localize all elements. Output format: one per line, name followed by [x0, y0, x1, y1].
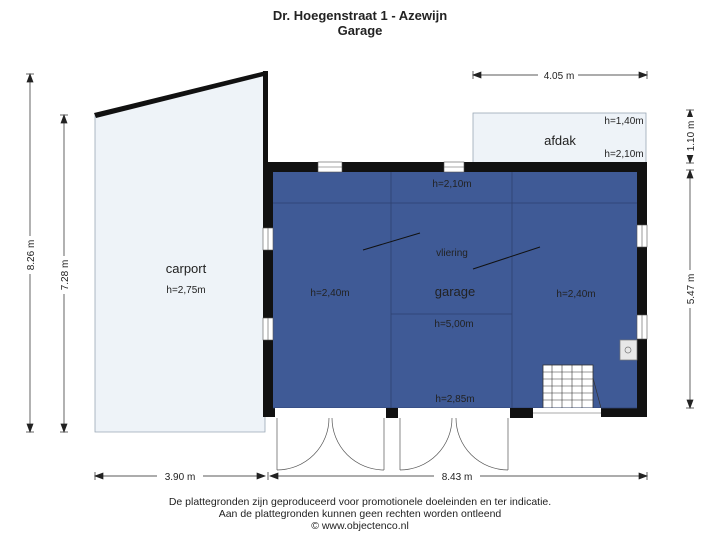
dim-afdak-width: 4.05 m	[544, 71, 575, 82]
sink	[619, 339, 638, 361]
afdak-label: afdak	[544, 133, 576, 148]
loft-label: vliering	[436, 248, 468, 259]
footer-copyright: © www.objectenco.nl	[311, 520, 409, 532]
dim-carport-width: 3.90 m	[165, 472, 196, 483]
garage-height-center: h=5,00m	[434, 319, 473, 330]
garage-height-right: h=2,40m	[556, 289, 595, 300]
page-title: Dr. Hoegenstraat 1 - Azewijn	[272, 8, 448, 23]
carport-label: carport	[166, 261, 207, 276]
carport-height: h=2,75m	[166, 285, 205, 296]
loft-lines	[362, 232, 541, 270]
door-opening-left	[275, 408, 386, 418]
carport-beam	[94, 71, 268, 118]
dim-garage-width: 8.43 m	[442, 472, 473, 483]
staircase	[542, 364, 602, 409]
dim-total-depth: 8.26 m	[26, 240, 37, 271]
carport-post	[263, 71, 268, 164]
dim-carport-depth: 7.28 m	[60, 260, 71, 291]
door-opening-right	[398, 408, 510, 418]
dim-afdak-depth: 1.10 m	[686, 121, 697, 152]
garage-height-left: h=2,40m	[310, 288, 349, 299]
afdak-area	[472, 112, 647, 166]
dim-garage-depth: 5.47 m	[686, 274, 697, 305]
garage-height-top: h=2,10m	[432, 179, 471, 190]
footer-line-2: Aan de plattegronden kunnen geen rechten…	[218, 508, 502, 520]
afdak-height-top: h=1,40m	[604, 116, 643, 127]
footer-line-1: De plattegronden zijn geproduceerd voor …	[168, 496, 552, 508]
afdak-height-bottom: h=2,10m	[604, 149, 643, 160]
door-swings	[276, 417, 509, 471]
garage-label: garage	[435, 284, 475, 299]
garage-height-bottom: h=2,85m	[435, 394, 474, 405]
page-subtitle: Garage	[337, 23, 383, 38]
carport-area	[94, 74, 266, 433]
